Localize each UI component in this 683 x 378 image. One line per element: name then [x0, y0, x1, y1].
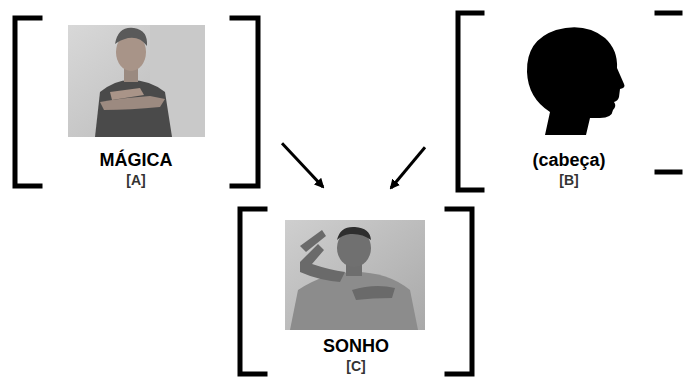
bracket [15, 13, 680, 374]
panel-letter: [A] [126, 171, 145, 189]
sign-panel: (cabeça)[B] [455, 10, 683, 193]
photo-signer-c [285, 220, 425, 330]
panel-letter: [B] [559, 171, 578, 189]
sign-panel: SONHO[C] [237, 205, 475, 378]
sign-panel: MÁGICA[A] [10, 15, 262, 193]
sign-label: (cabeça) [532, 150, 605, 171]
sign-label: SONHO [323, 336, 389, 357]
photo-signer-a [68, 25, 205, 137]
sign-label: MÁGICA [100, 150, 173, 171]
arrow [282, 143, 323, 187]
arrow [391, 147, 425, 188]
panel-letter: [C] [346, 357, 365, 375]
head-silhouette [527, 27, 625, 135]
